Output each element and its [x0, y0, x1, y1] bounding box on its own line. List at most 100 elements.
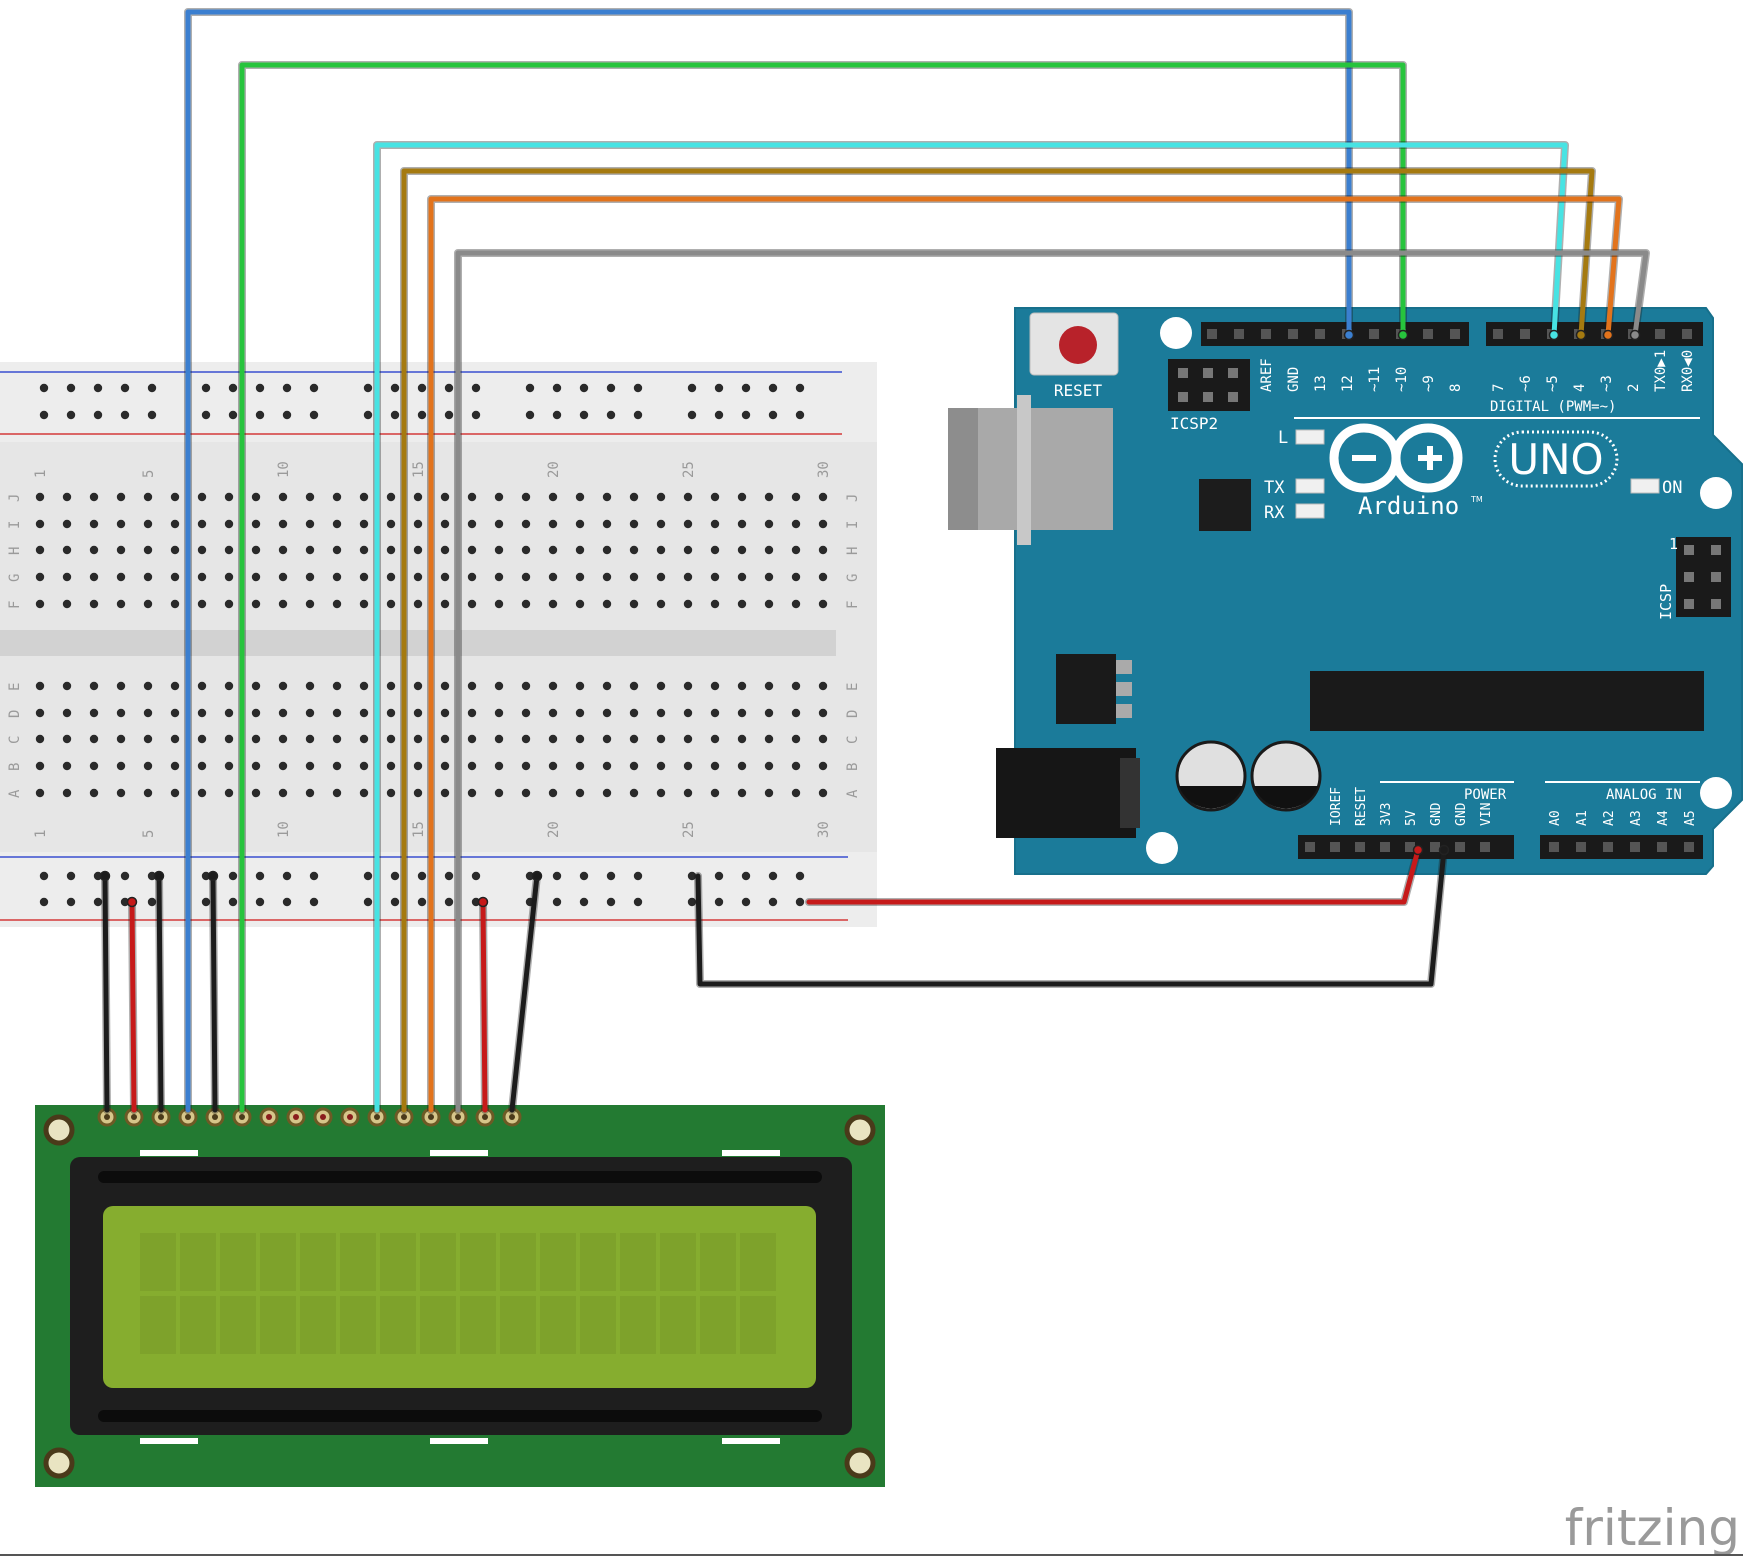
breadboard-hole [197, 681, 207, 691]
breadboard-hole [197, 519, 207, 529]
rail-hole [768, 383, 778, 393]
breadboard-hole [467, 599, 477, 609]
breadboard-hole [467, 492, 477, 502]
lcd-char-cell [500, 1296, 536, 1354]
rail-hole [120, 410, 130, 420]
breadboard-hole [764, 519, 774, 529]
breadboard-hole [305, 492, 315, 502]
breadboard-hole [35, 681, 45, 691]
power-pin-label: 3V3 [1379, 803, 1394, 826]
row-letter: H [7, 547, 23, 555]
breadboard-hole [413, 734, 423, 744]
rail-hole [714, 383, 724, 393]
breadboard-hole [737, 572, 747, 582]
led-rx [1295, 503, 1325, 519]
breadboard-hole [683, 545, 693, 555]
breadboard-hole [548, 599, 558, 609]
breadboard-hole [386, 572, 396, 582]
breadboard-hole [197, 599, 207, 609]
breadboard-hole [710, 599, 720, 609]
rail-hole [201, 383, 211, 393]
breadboard-hole [89, 599, 99, 609]
digital-pin-label: ~11 [1367, 367, 1383, 392]
breadboard-hole [332, 761, 342, 771]
breadboard-hole [494, 681, 504, 691]
breadboard-hole [737, 599, 747, 609]
row-letter: D [7, 710, 23, 718]
breadboard-hole [386, 545, 396, 555]
breadboard-hole [305, 545, 315, 555]
breadboard-hole [764, 599, 774, 609]
breadboard-hole [683, 599, 693, 609]
breadboard-hole [224, 681, 234, 691]
breadboard-hole [35, 708, 45, 718]
breadboard-hole [575, 761, 585, 771]
wire [806, 847, 1421, 905]
breadboard-hole [602, 599, 612, 609]
lcd-char-cell [700, 1233, 736, 1291]
breadboard-hole [251, 545, 261, 555]
breadboard-hole [710, 681, 720, 691]
breadboard-hole [197, 734, 207, 744]
breadboard-hole [332, 492, 342, 502]
breadboard-hole [791, 734, 801, 744]
rail-hole [525, 871, 535, 881]
digital-pin-label: AREF [1259, 358, 1275, 392]
breadboard-hole [35, 545, 45, 555]
breadboard-hole [494, 492, 504, 502]
row-letter: A [7, 789, 23, 798]
led-tx [1295, 478, 1325, 494]
breadboard-hole [359, 734, 369, 744]
reset-button[interactable] [1029, 312, 1119, 376]
breadboard-hole [359, 519, 369, 529]
power-pin-label: GND [1454, 802, 1469, 826]
lcd-char-cell [740, 1233, 776, 1291]
row-letter: B [845, 763, 861, 771]
breadboard-hole [251, 708, 261, 718]
breadboard-hole [116, 545, 126, 555]
lcd-pin-hole [347, 1114, 353, 1120]
pin-socket [1603, 842, 1613, 852]
rail-hole [471, 897, 481, 907]
pin-socket [1450, 329, 1460, 339]
breadboard-hole [791, 492, 801, 502]
breadboard-hole [818, 492, 828, 502]
analog-pin-label: A4 [1656, 810, 1671, 826]
breadboard-hole [170, 492, 180, 502]
rail-hole [309, 897, 319, 907]
breadboard-hole [251, 519, 261, 529]
digital-pin-label: GND [1286, 367, 1302, 392]
digital-pin-label: RX0◀0 [1680, 350, 1696, 392]
breadboard-hole [791, 708, 801, 718]
wire [509, 873, 540, 1113]
rail-hole [552, 383, 562, 393]
wire-end [1438, 844, 1450, 856]
rail-hole [552, 871, 562, 881]
lcd-pin-hole [509, 1114, 515, 1120]
rail-hole [390, 410, 400, 420]
breadboard-hole [737, 708, 747, 718]
pin-socket [1380, 842, 1390, 852]
breadboard-hole [737, 519, 747, 529]
lcd-mounting-hole [43, 1114, 75, 1146]
lcd-char-cell [500, 1233, 536, 1291]
lcd-pin-hole [482, 1114, 488, 1120]
rail-hole [471, 383, 481, 393]
breadboard-hole [62, 788, 72, 798]
trademark-label: TM [1470, 495, 1483, 504]
breadboard-hole [89, 572, 99, 582]
breadboard-hole [116, 681, 126, 691]
wire-end [1629, 329, 1641, 341]
breadboard-hole [710, 761, 720, 771]
rail-hole [741, 871, 751, 881]
breadboard-hole [62, 708, 72, 718]
lcd-pin-hole [131, 1114, 137, 1120]
row-letter: E [7, 683, 23, 691]
breadboard-hole [386, 519, 396, 529]
breadboard-hole [683, 708, 693, 718]
breadboard-hole [548, 492, 558, 502]
breadboard-hole [791, 681, 801, 691]
